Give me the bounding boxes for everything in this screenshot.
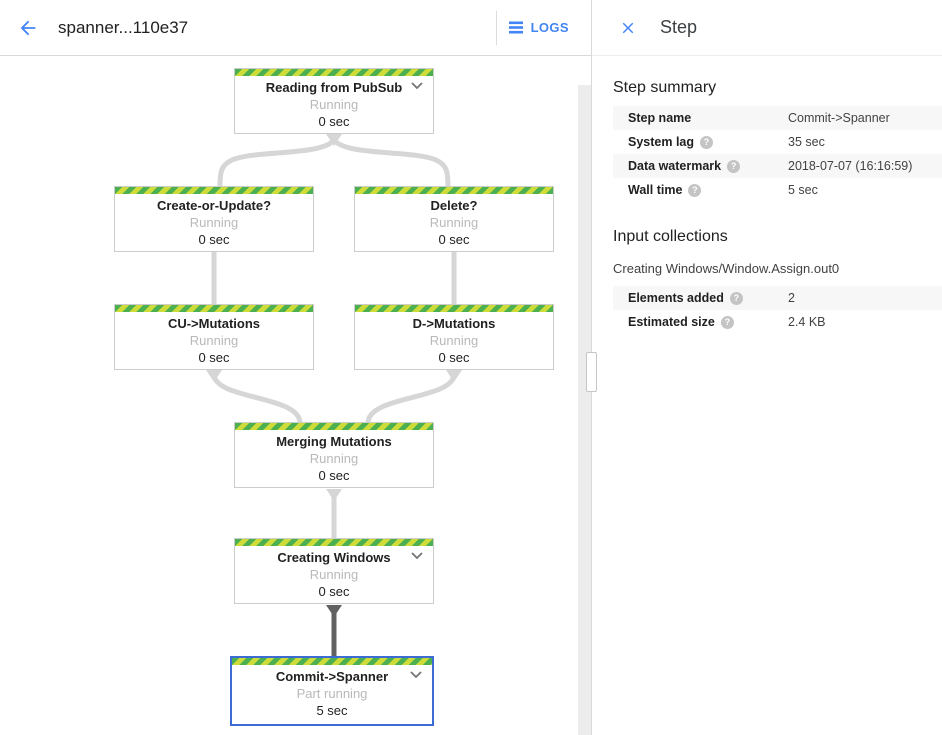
- graph-node-create-or-update[interactable]: Create-or-Update? Running 0 sec: [114, 186, 314, 252]
- node-title: D->Mutations: [412, 316, 496, 331]
- input-collections-heading: Input collections: [613, 228, 728, 245]
- node-time: 0 sec: [318, 468, 350, 483]
- node-time: 0 sec: [198, 350, 230, 365]
- logs-icon: [508, 21, 524, 34]
- node-time: 0 sec: [318, 114, 350, 129]
- logs-button[interactable]: LOGS: [508, 20, 569, 35]
- logs-button-label: LOGS: [530, 20, 569, 35]
- chevron-down-icon[interactable]: [410, 671, 422, 679]
- help-icon[interactable]: ?: [729, 291, 743, 305]
- node-title: Commit->Spanner: [275, 669, 389, 684]
- row-value: 5 sec: [788, 183, 818, 197]
- running-stripe: [355, 305, 553, 312]
- row-label-text: Elements added: [628, 291, 724, 305]
- node-title: Reading from PubSub: [265, 80, 403, 95]
- row-value: 2.4 KB: [788, 315, 826, 329]
- row-label: Wall time ?: [628, 183, 788, 197]
- help-icon[interactable]: ?: [727, 159, 741, 173]
- step-panel-header: Step: [592, 0, 942, 56]
- node-status: Running: [309, 567, 359, 582]
- help-icon[interactable]: ?: [700, 135, 714, 149]
- summary-row-system-lag: System lag ? 35 sec: [613, 130, 942, 154]
- help-icon[interactable]: ?: [720, 315, 734, 329]
- node-status: Running: [189, 333, 239, 348]
- input-row-estimated-size: Estimated size ? 2.4 KB: [613, 310, 942, 334]
- close-icon: [619, 19, 637, 37]
- node-title: Merging Mutations: [276, 434, 392, 449]
- node-title: Delete?: [430, 198, 478, 213]
- running-stripe: [235, 69, 433, 76]
- job-graph-canvas[interactable]: Reading from PubSub Running 0 sec Create…: [0, 56, 577, 735]
- header-divider: [495, 10, 497, 45]
- input-row-elements-added: Elements added ? 2: [613, 286, 942, 310]
- panel-resize-handle[interactable]: [586, 352, 597, 392]
- running-stripe: [115, 187, 313, 194]
- step-summary-table: Step name Commit->Spanner System lag ? 3…: [613, 106, 942, 202]
- graph-node-merging-mutations[interactable]: Merging Mutations Running 0 sec: [234, 422, 434, 488]
- node-title: Creating Windows: [277, 550, 391, 565]
- node-time: 5 sec: [316, 703, 348, 718]
- summary-row-wall-time: Wall time ? 5 sec: [613, 178, 942, 202]
- graph-node-cu-mutations[interactable]: CU->Mutations Running 0 sec: [114, 304, 314, 370]
- input-collection-name: Creating Windows/Window.Assign.out0: [613, 261, 840, 276]
- chevron-down-icon[interactable]: [411, 552, 423, 560]
- row-value: 2: [788, 291, 795, 305]
- row-value: 2018-07-07 (16:16:59): [788, 159, 913, 173]
- running-stripe: [235, 539, 433, 546]
- step-summary-heading: Step summary: [613, 79, 717, 96]
- node-status: Running: [429, 215, 479, 230]
- row-label-text: Step name: [628, 111, 692, 125]
- row-label: Estimated size ?: [628, 315, 788, 329]
- graph-node-reading-from-pubsub[interactable]: Reading from PubSub Running 0 sec: [234, 68, 434, 134]
- running-stripe: [232, 658, 432, 665]
- chevron-down-icon[interactable]: [411, 82, 423, 90]
- row-label: System lag ?: [628, 135, 788, 149]
- node-status: Running: [429, 333, 479, 348]
- row-label: Step name: [628, 111, 788, 125]
- summary-row-step-name: Step name Commit->Spanner: [613, 106, 942, 130]
- node-status: Running: [189, 215, 239, 230]
- node-time: 0 sec: [198, 232, 230, 247]
- row-label-text: Estimated size: [628, 315, 715, 329]
- running-stripe: [355, 187, 553, 194]
- row-label-text: System lag: [628, 135, 695, 149]
- graph-node-commit-spanner[interactable]: Commit->Spanner Part running 5 sec: [230, 656, 434, 726]
- help-icon[interactable]: ?: [688, 183, 702, 197]
- node-status: Running: [309, 97, 359, 112]
- node-title: Create-or-Update?: [156, 198, 272, 213]
- summary-row-data-watermark: Data watermark ? 2018-07-07 (16:16:59): [613, 154, 942, 178]
- top-app-bar: spanner...110e37 LOGS: [0, 0, 591, 56]
- panel-title: Step: [660, 17, 698, 37]
- node-time: 0 sec: [438, 350, 470, 365]
- back-arrow-icon: [17, 17, 39, 39]
- graph-node-creating-windows[interactable]: Creating Windows Running 0 sec: [234, 538, 434, 604]
- row-label-text: Data watermark: [628, 159, 722, 173]
- running-stripe: [115, 305, 313, 312]
- step-panel-body: Step summary Step name Commit->Spanner S…: [592, 79, 942, 334]
- graph-node-d-mutations[interactable]: D->Mutations Running 0 sec: [354, 304, 554, 370]
- node-status: Part running: [296, 686, 368, 701]
- node-time: 0 sec: [318, 584, 350, 599]
- node-title: CU->Mutations: [167, 316, 261, 331]
- node-time: 0 sec: [438, 232, 470, 247]
- row-label: Elements added ?: [628, 291, 788, 305]
- input-collection-table: Elements added ? 2 Estimated size ? 2.4 …: [613, 286, 942, 334]
- job-title: spanner...110e37: [58, 17, 189, 37]
- back-button[interactable]: [12, 12, 44, 44]
- node-status: Running: [309, 451, 359, 466]
- row-label-text: Wall time: [628, 183, 683, 197]
- vertical-scrollbar[interactable]: [578, 85, 591, 735]
- graph-node-delete[interactable]: Delete? Running 0 sec: [354, 186, 554, 252]
- close-panel-button[interactable]: [614, 14, 642, 42]
- row-label: Data watermark ?: [628, 159, 788, 173]
- row-value: Commit->Spanner: [788, 111, 890, 125]
- pipeline-edges: [206, 134, 462, 659]
- row-value: 35 sec: [788, 135, 825, 149]
- step-details-panel: Step Step summary Step name Commit->Span…: [592, 0, 942, 735]
- running-stripe: [235, 423, 433, 430]
